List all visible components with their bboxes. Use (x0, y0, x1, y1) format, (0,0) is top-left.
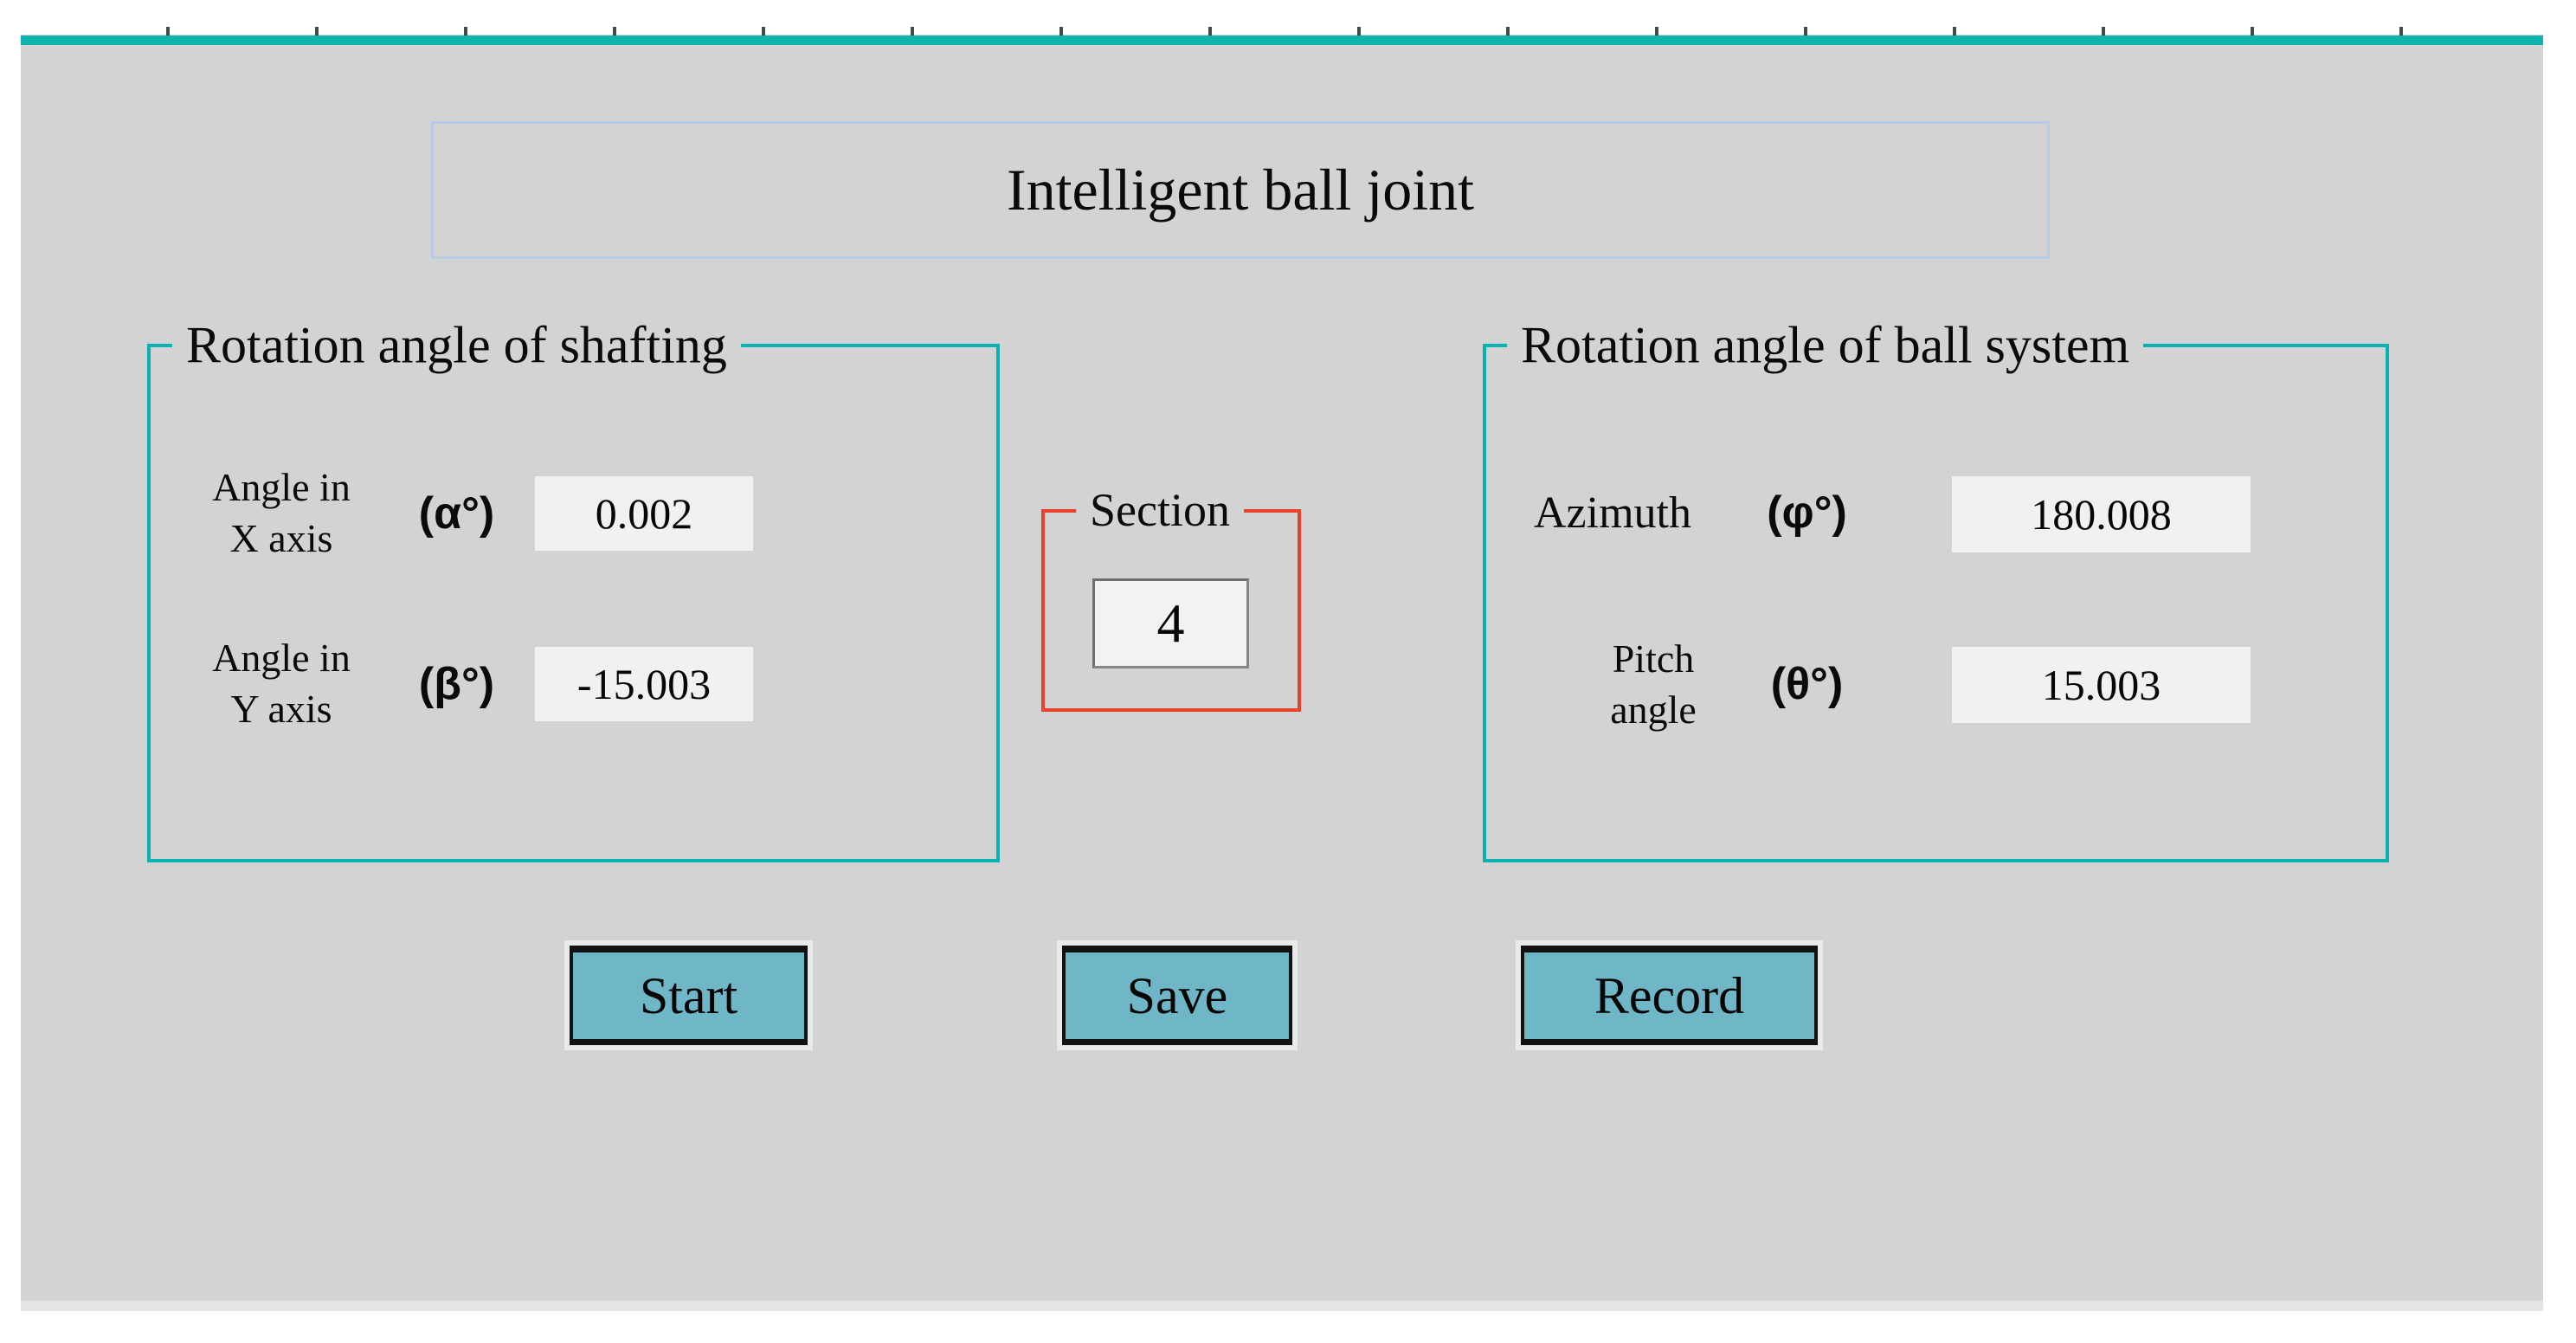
record-button[interactable]: Record (1521, 946, 1818, 1045)
angle-x-label: Angle in X axis (212, 465, 351, 560)
azimuth-value-field: 180.008 (1952, 476, 2251, 552)
alpha-value-field: 0.002 (535, 476, 753, 551)
group-rotation-ball-system-legend: Rotation angle of ball system (1507, 316, 2144, 374)
save-button[interactable]: Save (1062, 946, 1292, 1045)
angle-y-label: Angle in Y axis (212, 636, 351, 731)
group-rotation-shafting-legend: Rotation angle of shafting (172, 316, 741, 374)
pitch-value-field: 15.003 (1952, 647, 2251, 723)
start-button[interactable]: Start (570, 946, 808, 1045)
page-title: Intelligent ball joint (1006, 157, 1475, 223)
panel-bottom-strip (21, 1301, 2543, 1311)
group-rotation-shafting: Rotation angle of shafting Angle in X ax… (147, 316, 1000, 862)
beta-symbol: (β°) (418, 659, 495, 709)
section-value-input[interactable]: 4 (1092, 578, 1249, 668)
group-section: Section 4 (1041, 484, 1301, 712)
top-accent-bar (21, 36, 2543, 45)
beta-value-field: -15.003 (535, 647, 753, 721)
group-section-legend: Section (1076, 484, 1244, 537)
top-ruler-ticks (21, 27, 2543, 37)
theta-symbol: (θ°) (1770, 659, 1844, 709)
title-box: Intelligent ball joint (431, 121, 2050, 259)
group-rotation-ball-system: Rotation angle of ball system Azimuth (φ… (1483, 316, 2389, 862)
phi-symbol: (φ°) (1767, 487, 1847, 538)
alpha-symbol: (α°) (418, 488, 495, 539)
azimuth-label: Azimuth (1534, 488, 1691, 538)
pitch-angle-label: Pitch angle (1610, 636, 1697, 732)
